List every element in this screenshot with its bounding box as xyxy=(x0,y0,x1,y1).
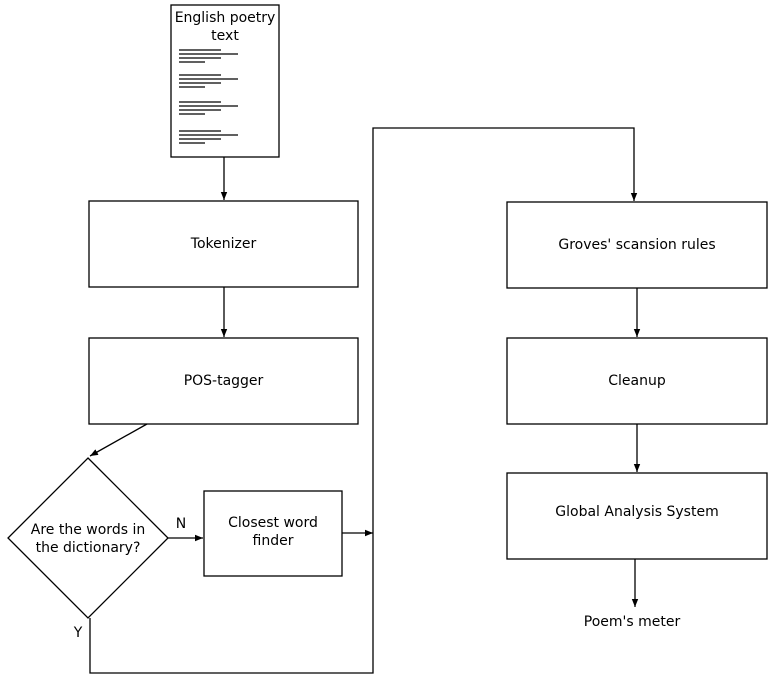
pos-tagger-label: POS-tagger xyxy=(184,373,264,389)
document-title-line2: text xyxy=(211,28,239,44)
pos-tagger-box: POS-tagger xyxy=(88,337,359,425)
edge-merge-to-groves-rules xyxy=(372,127,638,533)
edge-decision-yes-to-merge xyxy=(89,533,374,674)
tokenizer-label: Tokenizer xyxy=(190,236,257,252)
edge-pos-tagger-to-decision xyxy=(89,423,148,457)
groves-scansion-rules-box: Groves' scansion rules xyxy=(506,201,768,289)
document-title-line1: English poetry xyxy=(175,10,276,26)
input-document: English poetry text xyxy=(170,4,280,158)
global-analysis-system-label: Global Analysis System xyxy=(555,504,718,520)
document-text-lines xyxy=(179,49,238,144)
edge-label-no: N xyxy=(176,516,186,532)
flow-edges xyxy=(89,127,641,674)
decision-label-line2: the dictionary? xyxy=(36,540,141,556)
tokenizer-box: Tokenizer xyxy=(88,200,359,288)
edge-label-yes: Y xyxy=(73,625,83,641)
poems-meter-output: Poem's meter xyxy=(584,614,681,630)
dictionary-decision: Are the words in the dictionary? xyxy=(7,457,169,619)
closest-word-finder-label-line2: finder xyxy=(253,533,294,549)
closest-word-finder-label-line1: Closest word xyxy=(228,515,318,531)
cleanup-label: Cleanup xyxy=(608,373,666,389)
cleanup-box: Cleanup xyxy=(506,337,768,425)
groves-scansion-rules-label: Groves' scansion rules xyxy=(558,237,715,253)
closest-word-finder-box: Closest word finder xyxy=(203,490,343,577)
global-analysis-system-box: Global Analysis System xyxy=(506,472,768,560)
decision-label-line1: Are the words in xyxy=(31,522,145,538)
